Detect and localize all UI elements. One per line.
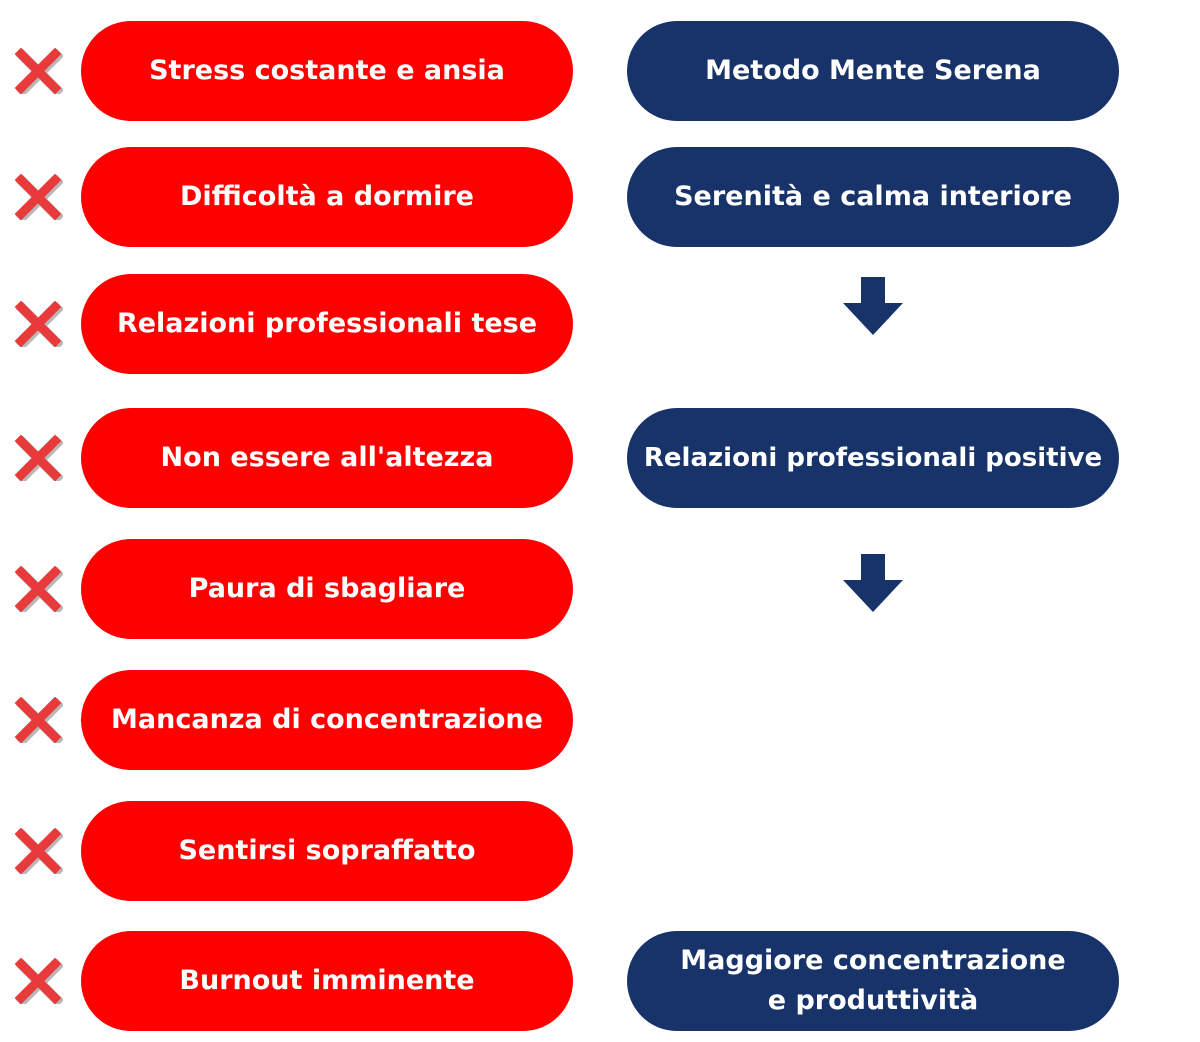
x-mark-icon	[14, 828, 63, 874]
problem-overwhelmed: Sentirsi sopraffatto	[81, 801, 573, 901]
arrow-down-icon	[843, 277, 903, 335]
solution-focus: Maggiore concentrazione e produttività	[627, 931, 1119, 1031]
problem-inadequacy: Non essere all'altezza	[81, 408, 573, 508]
solution-serenity: Serenità e calma interiore	[627, 147, 1119, 247]
x-mark-icon	[14, 174, 63, 220]
x-mark-icon	[14, 48, 63, 94]
solution-focus-text: Maggiore concentrazione e produttività	[680, 945, 1066, 1016]
solution-method: Metodo Mente Serena	[627, 21, 1119, 121]
x-mark-icon	[14, 697, 63, 743]
x-mark-icon	[14, 301, 63, 347]
solution-relations: Relazioni professionali positive	[627, 408, 1119, 508]
x-mark-icon	[14, 435, 63, 481]
problem-concentration: Mancanza di concentrazione	[81, 670, 573, 770]
problem-sleep: Difficoltà a dormire	[81, 147, 573, 247]
problem-stress: Stress costante e ansia	[81, 21, 573, 121]
problem-fear: Paura di sbagliare	[81, 539, 573, 639]
x-mark-icon	[14, 566, 63, 612]
x-mark-icon	[14, 958, 63, 1004]
arrow-down-icon	[843, 554, 903, 612]
problem-relations: Relazioni professionali tese	[81, 274, 573, 374]
problem-burnout: Burnout imminente	[81, 931, 573, 1031]
